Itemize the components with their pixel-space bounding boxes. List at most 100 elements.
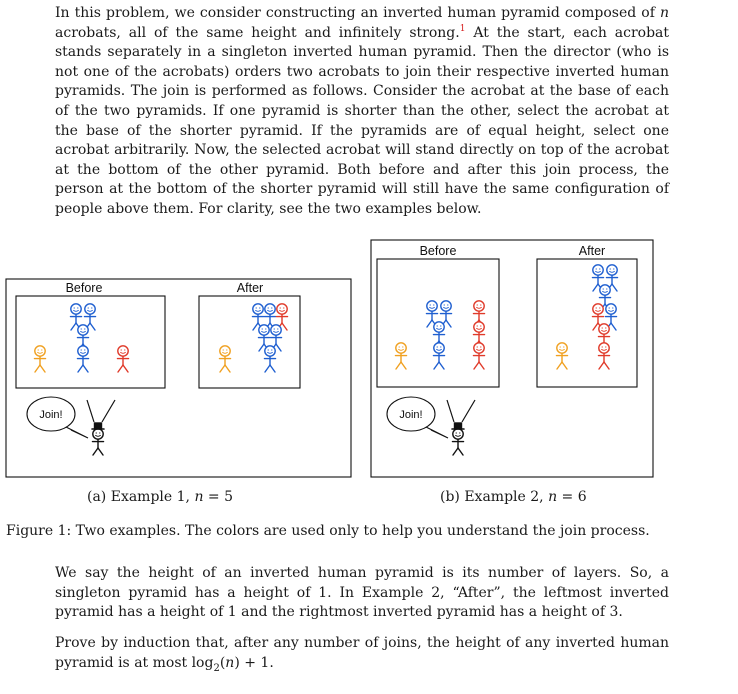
eye xyxy=(77,307,79,309)
leg xyxy=(219,364,226,373)
pointer-line xyxy=(446,399,455,423)
eye xyxy=(277,328,279,330)
task-text-1: Prove by induction that, after any numbe… xyxy=(55,635,669,671)
eye xyxy=(613,268,615,270)
leg xyxy=(445,319,452,328)
leg xyxy=(89,322,96,331)
acrobat-head xyxy=(270,324,282,336)
eye xyxy=(265,328,267,330)
eye xyxy=(261,328,263,330)
eye xyxy=(563,346,565,348)
acrobat-head xyxy=(556,342,568,354)
smile xyxy=(120,351,126,354)
eye xyxy=(476,325,478,327)
eye xyxy=(443,304,445,306)
acrobat-head xyxy=(473,342,485,354)
eye xyxy=(601,346,603,348)
leg xyxy=(400,361,407,370)
eye xyxy=(599,307,601,309)
example-2-after-box xyxy=(536,258,638,388)
task-text-2: ( xyxy=(219,654,226,671)
leg xyxy=(452,447,459,456)
smile xyxy=(80,351,86,354)
acrobat-head xyxy=(606,264,618,276)
acrobat-blue xyxy=(257,324,271,352)
eye xyxy=(124,349,126,351)
example-2-panel xyxy=(370,239,654,478)
acrobat-blue xyxy=(604,303,618,331)
smile xyxy=(443,306,449,309)
eye xyxy=(602,288,604,290)
leg xyxy=(117,364,124,373)
acrobat-head xyxy=(77,324,89,336)
log-subscript: 2 xyxy=(213,662,220,674)
smile xyxy=(476,348,482,351)
eye xyxy=(476,346,478,348)
eye xyxy=(429,304,431,306)
eye xyxy=(480,325,482,327)
acrobat-red xyxy=(472,342,486,370)
smile xyxy=(602,290,608,293)
smile xyxy=(476,327,482,330)
eye xyxy=(433,304,435,306)
eye xyxy=(609,268,611,270)
smile xyxy=(73,309,79,312)
director xyxy=(451,422,465,456)
smile xyxy=(80,330,86,333)
eye xyxy=(440,346,442,348)
acrobat-head xyxy=(219,345,231,357)
leg xyxy=(92,447,99,456)
eye xyxy=(37,349,39,351)
eye xyxy=(255,307,257,309)
smile xyxy=(601,348,607,351)
leg xyxy=(592,322,599,331)
acrobat-head xyxy=(605,303,617,315)
acrobat-head xyxy=(117,345,129,357)
smile xyxy=(455,434,461,437)
acrobat-head xyxy=(433,321,445,333)
acrobat-red xyxy=(597,342,611,370)
intro-text-3: At the start, each acrobat stands separa… xyxy=(55,24,670,217)
eye xyxy=(436,325,438,327)
smile xyxy=(608,309,614,312)
eye xyxy=(99,432,101,434)
acrobat-red xyxy=(591,303,605,331)
leg xyxy=(598,361,605,370)
eye xyxy=(480,346,482,348)
leg xyxy=(70,322,77,331)
hat-icon xyxy=(93,422,103,430)
intro-text-2: acrobats, all of the same height and inf… xyxy=(55,24,460,41)
eye xyxy=(599,268,601,270)
acrobat-head xyxy=(84,303,96,315)
leg xyxy=(426,319,433,328)
speech-bubble xyxy=(26,396,76,432)
acrobat-head xyxy=(276,303,288,315)
acrobat-blue xyxy=(76,345,90,373)
acrobat-head xyxy=(395,342,407,354)
hat-icon xyxy=(453,422,463,430)
example-2-before-label: Before xyxy=(420,244,457,258)
smile xyxy=(609,270,615,273)
smile xyxy=(255,309,261,312)
eye xyxy=(605,327,607,329)
acrobat-head xyxy=(92,428,104,440)
acrobat-head xyxy=(70,303,82,315)
speech-tail xyxy=(425,426,449,439)
eye xyxy=(455,432,457,434)
height-definition-paragraph: We say the height of an inverted human p… xyxy=(55,565,669,621)
eye xyxy=(271,307,273,309)
smile xyxy=(436,327,442,330)
example-1-before-box xyxy=(15,295,166,389)
acrobat-orange xyxy=(218,345,232,373)
eye xyxy=(606,288,608,290)
eye xyxy=(267,307,269,309)
leg xyxy=(97,447,104,456)
leg xyxy=(473,361,480,370)
pointer-line xyxy=(461,399,476,423)
eye xyxy=(279,307,281,309)
eye xyxy=(447,304,449,306)
eye xyxy=(80,349,82,351)
leg xyxy=(82,364,89,373)
footnote-marker[interactable]: 1 xyxy=(459,23,466,34)
leg xyxy=(611,283,618,292)
